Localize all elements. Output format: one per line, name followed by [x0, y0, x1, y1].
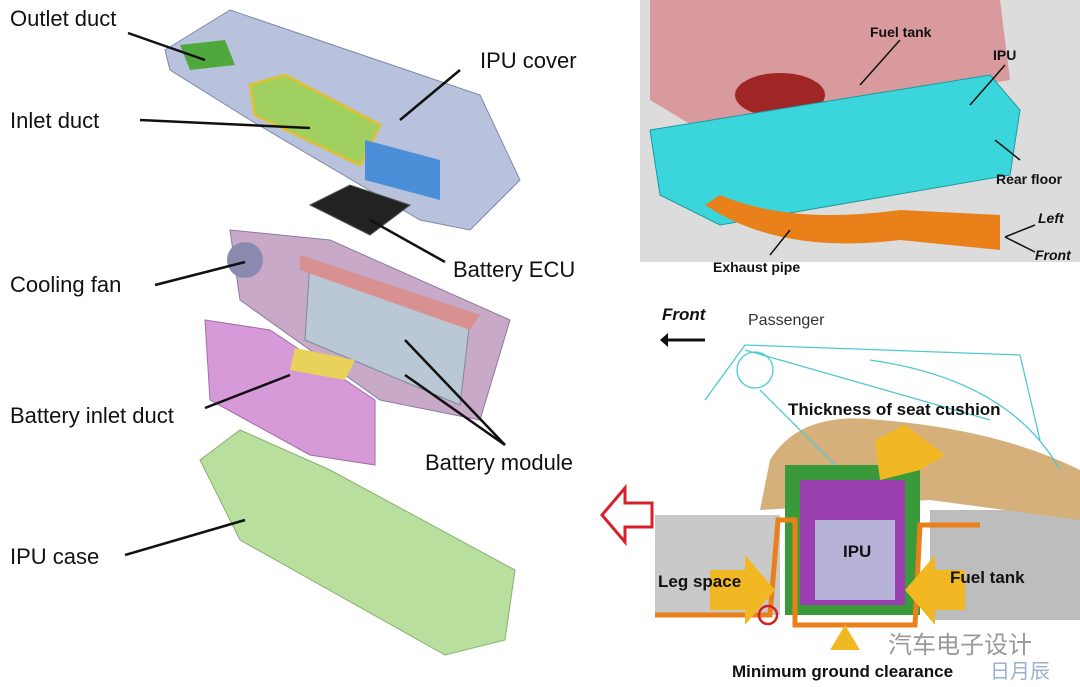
- label-rear-floor: Rear floor: [996, 171, 1063, 187]
- battery-inlet-duct-shape: [204, 319, 376, 466]
- passenger-outline: [704, 344, 1061, 471]
- label-left: Left: [1038, 210, 1064, 226]
- battery-ecu-shape: [308, 184, 412, 236]
- watermark-text: 汽车电子设计: [888, 632, 1032, 659]
- label-battery-inlet-duct: Battery inlet duct: [10, 403, 174, 428]
- label-front-top: Front: [1035, 247, 1071, 263]
- arrow-left-icon: [600, 483, 654, 547]
- label-ipu-cover: IPU cover: [480, 48, 577, 73]
- label-seat-cushion: Thickness of seat cushion: [788, 400, 1001, 419]
- label-exhaust-pipe: Exhaust pipe: [713, 259, 801, 275]
- watermark-sub: 日月辰: [990, 661, 1050, 683]
- label-fuel-tank-top: Fuel tank: [870, 24, 932, 40]
- leader-lines: [124, 31, 506, 557]
- label-ipu-top: IPU: [993, 47, 1017, 63]
- label-cooling-fan: Cooling fan: [10, 272, 122, 297]
- ipu-highlight: [649, 74, 1021, 226]
- label-leg-space: Leg space: [658, 572, 742, 591]
- label-ipu-section: IPU: [843, 542, 872, 561]
- label-inlet-duct: Inlet duct: [10, 108, 100, 133]
- label-passenger: Passenger: [748, 312, 825, 329]
- ipu-case-shape: [199, 429, 516, 656]
- label-battery-module: Battery module: [425, 450, 573, 475]
- label-outlet-duct: Outlet duct: [10, 6, 117, 31]
- cooling-fan-shape: [227, 242, 263, 278]
- label-battery-ecu: Battery ECU: [453, 257, 576, 282]
- label-ground-clearance: Minimum ground clearance: [732, 662, 954, 681]
- blue-module-shape: [365, 140, 440, 200]
- label-front-section: Front: [662, 305, 706, 324]
- label-fuel-tank-section: Fuel tank: [950, 568, 1025, 587]
- outlet-duct-shape: [180, 40, 235, 70]
- label-ipu-case: IPU case: [10, 544, 100, 569]
